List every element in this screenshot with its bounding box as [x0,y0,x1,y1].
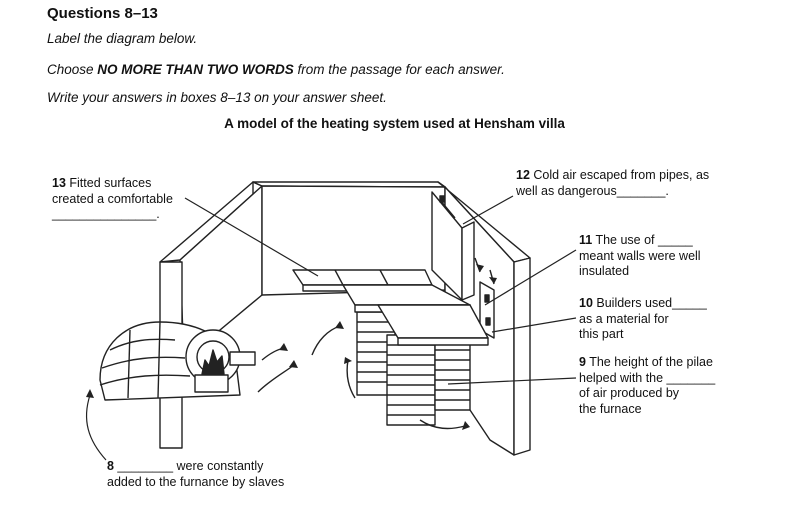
instruction-answer-sheet: Write your answers in boxes 8–13 on your… [47,90,387,105]
instruction-label-diagram: Label the diagram below. [47,31,198,46]
leader-lines [85,195,577,461]
label-question-13: 13 Fitted surfaces created a comfortable… [52,176,173,221]
pilae-stacks [356,311,471,426]
floor-tiles [292,269,489,346]
label-question-11: 11 The use of _____ meant walls were wel… [579,233,701,278]
label-question-12: 12 Cold air escaped from pipes, as well … [516,168,710,198]
furnace [99,321,256,401]
label-question-8: 8 ________ were constantly added to the … [107,459,285,489]
back-left-wall [159,181,263,361]
questions-heading: Questions 8–13 [47,5,158,22]
wall-pipe [431,191,495,339]
label-question-9: 9 The height of the pilae helped with th… [579,355,716,416]
instruction-word-limit: Choose NO MORE THAN TWO WORDS from the p… [47,62,505,77]
diagram-title: A model of the heating system used at He… [224,116,565,131]
arrowheads [86,264,497,430]
label-question-10: 10 Builders used_____ as a material for … [579,296,707,341]
